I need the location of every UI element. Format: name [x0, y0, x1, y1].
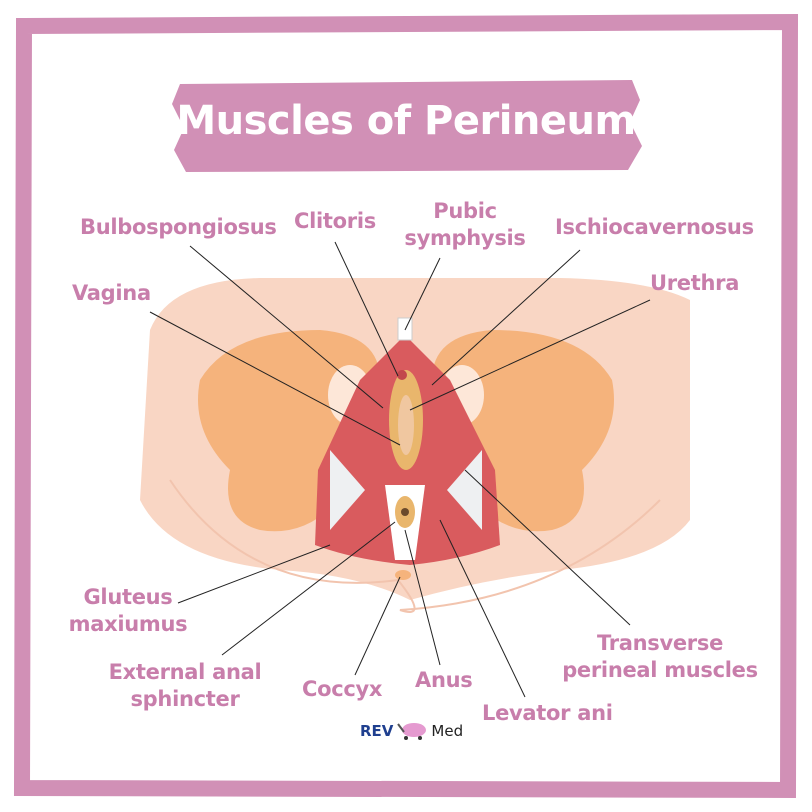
white-fascia	[330, 450, 482, 530]
label-transverse-perineal: Transverse perineal muscles	[562, 630, 758, 684]
label-line: Gluteus	[83, 585, 173, 609]
label-gluteus-maximus: Gluteus maxiumus	[69, 584, 188, 638]
label-line: maxiumus	[68, 612, 188, 636]
title-banner	[172, 80, 642, 172]
logo-med: Med	[431, 722, 464, 740]
label-vagina: Vagina	[72, 281, 151, 305]
label-levator-ani: Levator ani	[482, 701, 613, 725]
label-line: perineal muscles	[562, 658, 758, 682]
brain-cart-icon	[397, 723, 427, 740]
label-clitoris: Clitoris	[294, 209, 376, 233]
logo-rev: REV	[360, 722, 394, 740]
label-external-anal-sphincter: External anal sphincter	[109, 659, 262, 713]
label-pubic-symphysis: Pubic symphysis	[404, 198, 526, 252]
label-ischiocavernosus: Ischiocavernosus	[555, 215, 754, 239]
label-urethra: Urethra	[650, 271, 740, 295]
label-line: Transverse	[596, 631, 724, 655]
coccyx-shape	[395, 570, 411, 580]
frame-border	[13, 13, 799, 799]
label-coccyx: Coccyx	[302, 677, 383, 701]
clitoris-shape	[397, 370, 407, 380]
label-bulbospongiosus: Bulbospongiosus	[80, 215, 277, 239]
leader-lines	[149, 241, 651, 698]
revmed-logo: REV Med	[360, 722, 463, 740]
label-line: symphysis	[404, 226, 526, 250]
label-line: sphincter	[130, 687, 240, 711]
label-anus: Anus	[415, 668, 473, 692]
page-title: Muscles of Perineum	[176, 98, 636, 144]
label-line: External anal	[108, 660, 262, 684]
label-line: Pubic	[433, 199, 497, 223]
buttocks	[169, 479, 661, 613]
